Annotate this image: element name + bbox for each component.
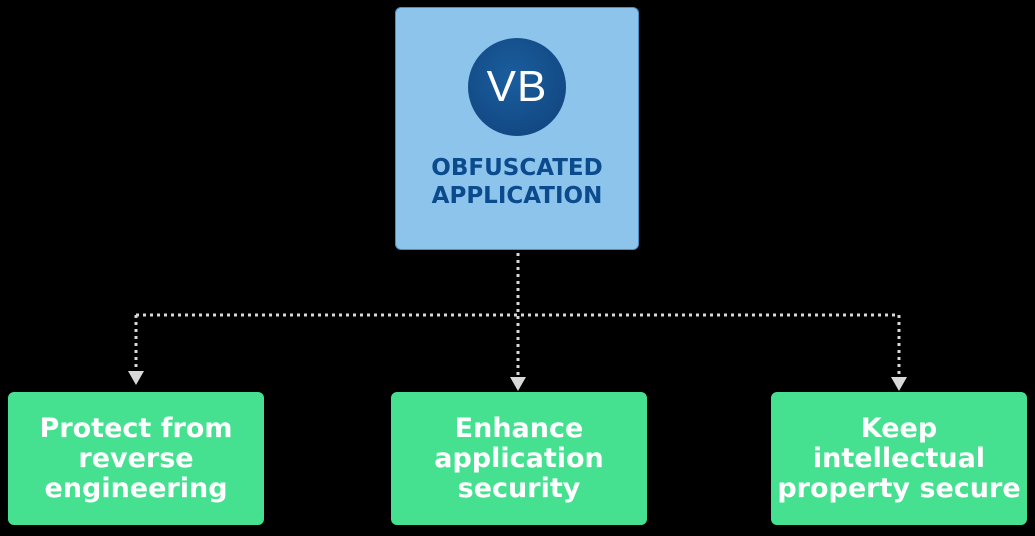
benefit-line: security [457,472,581,504]
arrow-head-right [891,377,907,391]
benefit-box-protect: Protect from reverse engineering [8,392,264,525]
benefit-label-protect: Protect from reverse engineering [39,412,233,504]
benefit-box-ip: Keep intellectual property secure [771,392,1027,525]
benefit-label-ip: Keep intellectual property secure [777,412,1021,504]
benefit-line: Keep [860,412,938,444]
benefit-box-security: Enhance application security [391,392,647,525]
benefit-line: property secure [777,472,1021,504]
top-title-line-2: APPLICATION [431,183,603,209]
vb-logo-icon: VB [468,38,566,136]
benefit-line: reverse [78,442,194,474]
vb-logo-text: VB [486,62,548,111]
benefit-line: intellectual [812,442,986,474]
benefit-line: Protect from [39,412,233,444]
benefit-label-security: Enhance application security [434,412,604,504]
obfuscated-application-box: VB OBFUSCATED APPLICATION [395,7,639,250]
benefit-line: engineering [44,472,228,504]
top-title-line-1: OBFUSCATED [431,155,603,181]
top-node-title: OBFUSCATED APPLICATION [396,154,638,210]
arrow-head-middle [510,377,526,391]
benefit-line: application [434,442,604,474]
benefit-line: Enhance [454,412,584,444]
arrow-head-left [128,371,144,385]
